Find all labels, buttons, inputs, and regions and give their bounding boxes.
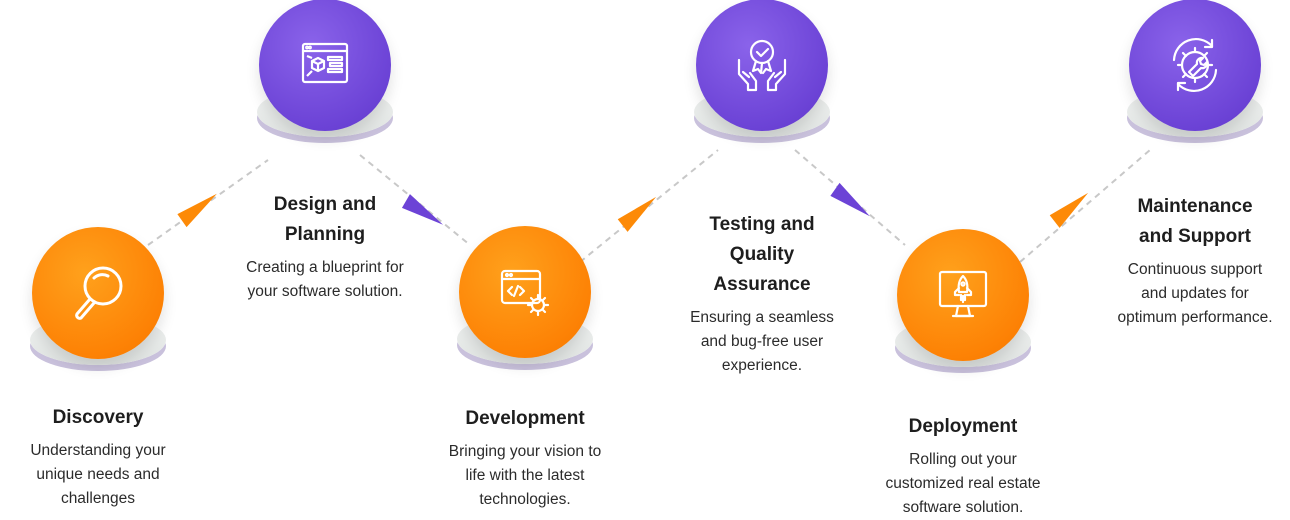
step-description: Continuous support and updates for optim… [1117,261,1273,326]
step-circle [897,229,1029,361]
arrow-up-right-icon [177,193,217,228]
step-title: Development [465,408,585,429]
quality-badge-icon [737,39,787,92]
wrench-gear-icon [1172,37,1218,93]
step-circle [259,0,391,131]
step-title: Design and Planning [273,194,377,245]
magnifier-icon [75,266,123,320]
step-circle [696,0,828,131]
arrow-down-right-icon [830,182,870,217]
step-circle [459,226,591,358]
step-description: Rolling out your customized real estate … [885,451,1041,516]
step-description: Ensuring a seamless and bug-free user ex… [690,309,834,374]
blueprint-icon [301,42,349,84]
code-gear-icon [500,269,550,317]
step-title: Discovery [52,407,144,428]
step-title: Deployment [908,416,1018,437]
step-description: Bringing your vision to life with the la… [448,443,602,508]
arrow-up-right-icon [617,196,657,232]
step-circle [1129,0,1261,131]
step-title: Testing and Quality Assurance [709,214,815,295]
arrow-down-right-icon [401,194,444,225]
arrow-up-right-icon [1049,192,1089,228]
step-title: Maintenance and Support [1137,196,1253,247]
step-description: Creating a blueprint for your software s… [246,259,404,300]
rocket-monitor-icon [938,270,988,318]
step-circle [32,227,164,359]
step-description: Understanding your unique needs and chal… [30,442,166,507]
